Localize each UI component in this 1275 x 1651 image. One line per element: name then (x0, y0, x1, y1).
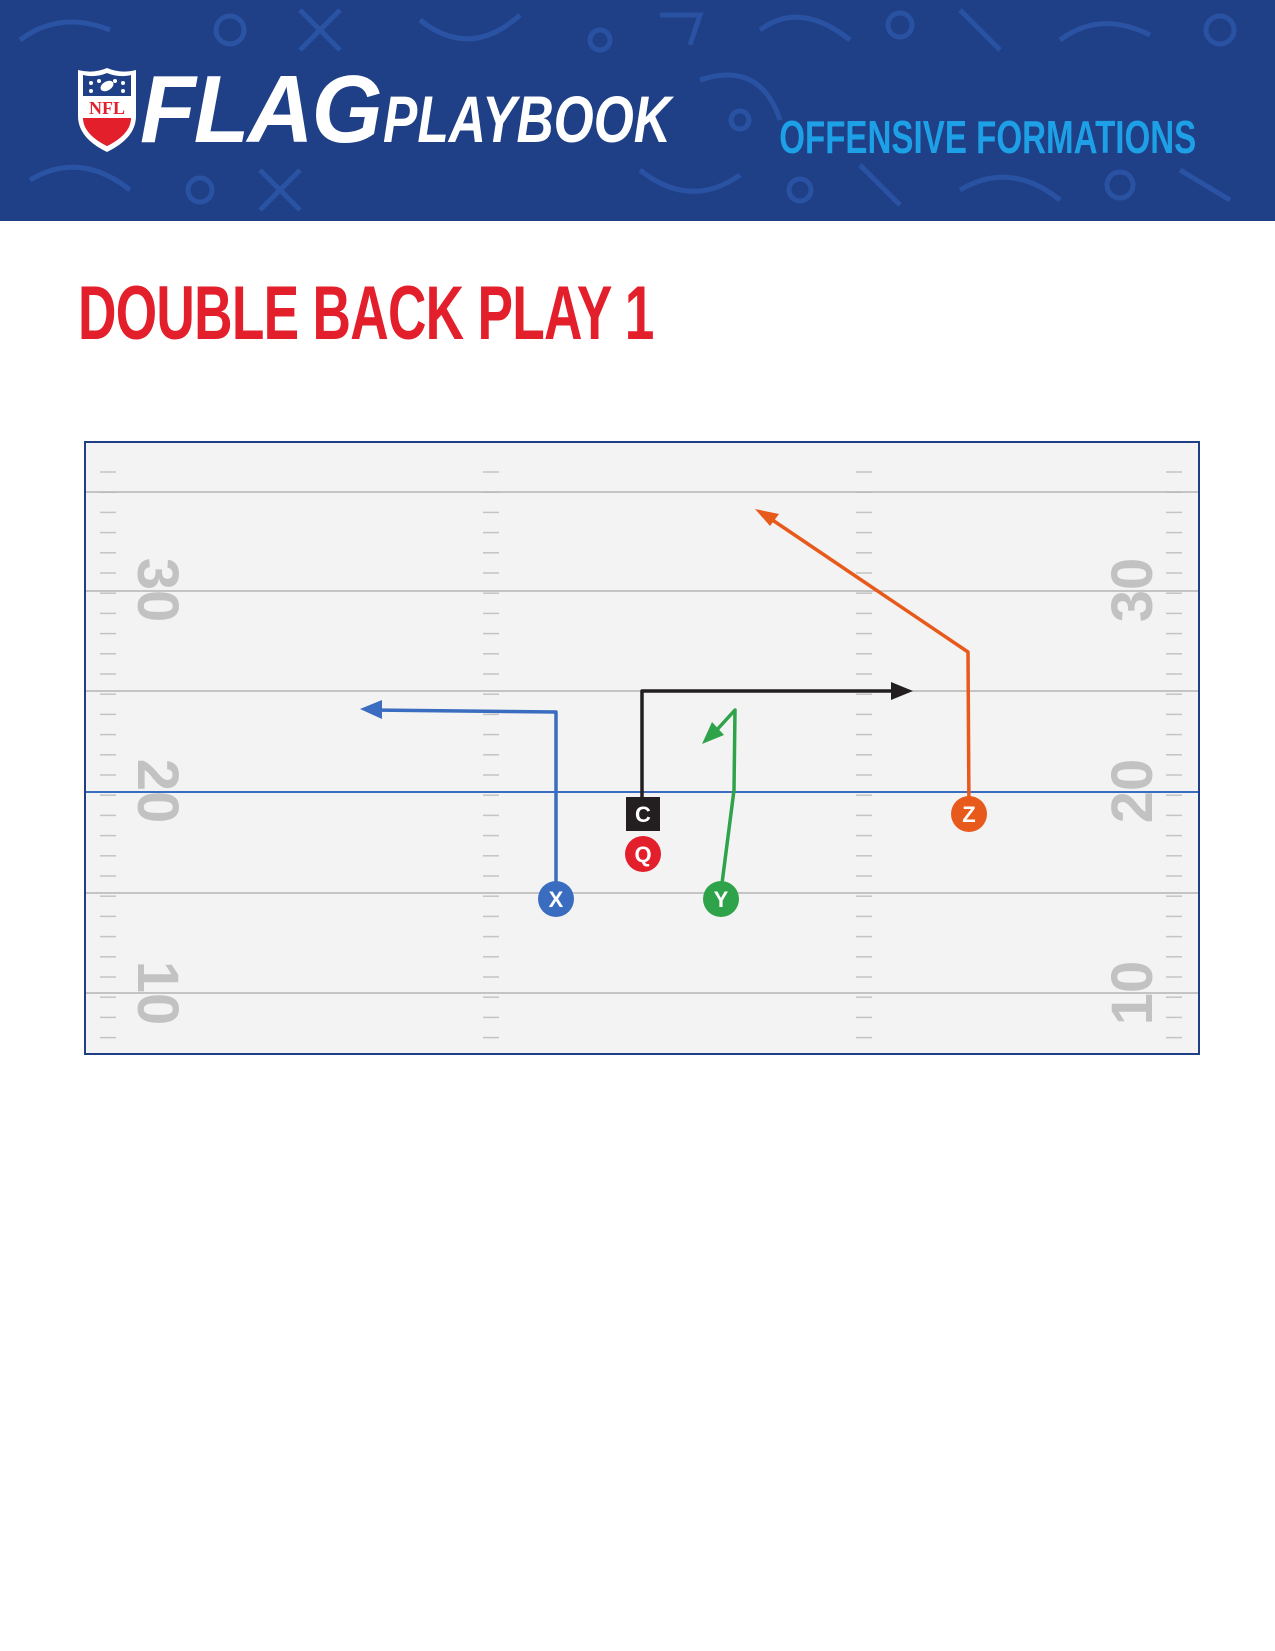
players: C Q X Y Z (538, 796, 987, 917)
brand-flag: FLAG (140, 56, 383, 163)
route-z-arrowhead (755, 509, 779, 526)
yard-number-left-10: 10 (125, 961, 190, 1026)
player-c-label: C (635, 802, 651, 827)
route-z (767, 515, 971, 816)
route-x-arrowhead (360, 700, 382, 719)
section-label: OFFENSIVE FORMATIONS (778, 111, 1196, 163)
player-y-label: Y (714, 887, 729, 912)
route-c-arrowhead (891, 682, 913, 700)
route-y (712, 708, 737, 900)
player-z-marker (951, 796, 987, 832)
route-x (374, 708, 558, 898)
football-field: 30 20 10 30 20 10 C Q X Y Z (84, 441, 1200, 1055)
yard-number-right-20: 20 (1100, 759, 1165, 824)
hash-marks (100, 471, 1182, 1039)
yard-number-left-30: 30 (125, 558, 190, 623)
player-x-marker (538, 881, 574, 917)
routes (360, 509, 971, 900)
brand-playbook: PLAYBOOK (383, 82, 671, 156)
player-x-label: X (549, 887, 564, 912)
yard-number-right-30: 30 (1100, 558, 1165, 623)
player-q-marker (625, 836, 661, 872)
header-pattern (18, 8, 1237, 212)
player-c-marker (626, 797, 660, 831)
player-z-label: Z (962, 802, 975, 827)
route-y-arrowhead (702, 722, 724, 744)
yard-number-right-10: 10 (1100, 961, 1165, 1026)
player-y-marker (703, 881, 739, 917)
page-header: NFL FLAG PLAYBOOK OFFENSIVE FORMATIONS (0, 0, 1275, 221)
player-q-label: Q (634, 842, 651, 867)
play-title: DOUBLE BACK PLAY 1 (78, 271, 654, 356)
nfl-shield-logo: NFL (78, 68, 136, 152)
yard-number-left-20: 20 (125, 759, 190, 824)
route-c (640, 689, 897, 797)
nfl-shield-text: NFL (89, 98, 125, 118)
